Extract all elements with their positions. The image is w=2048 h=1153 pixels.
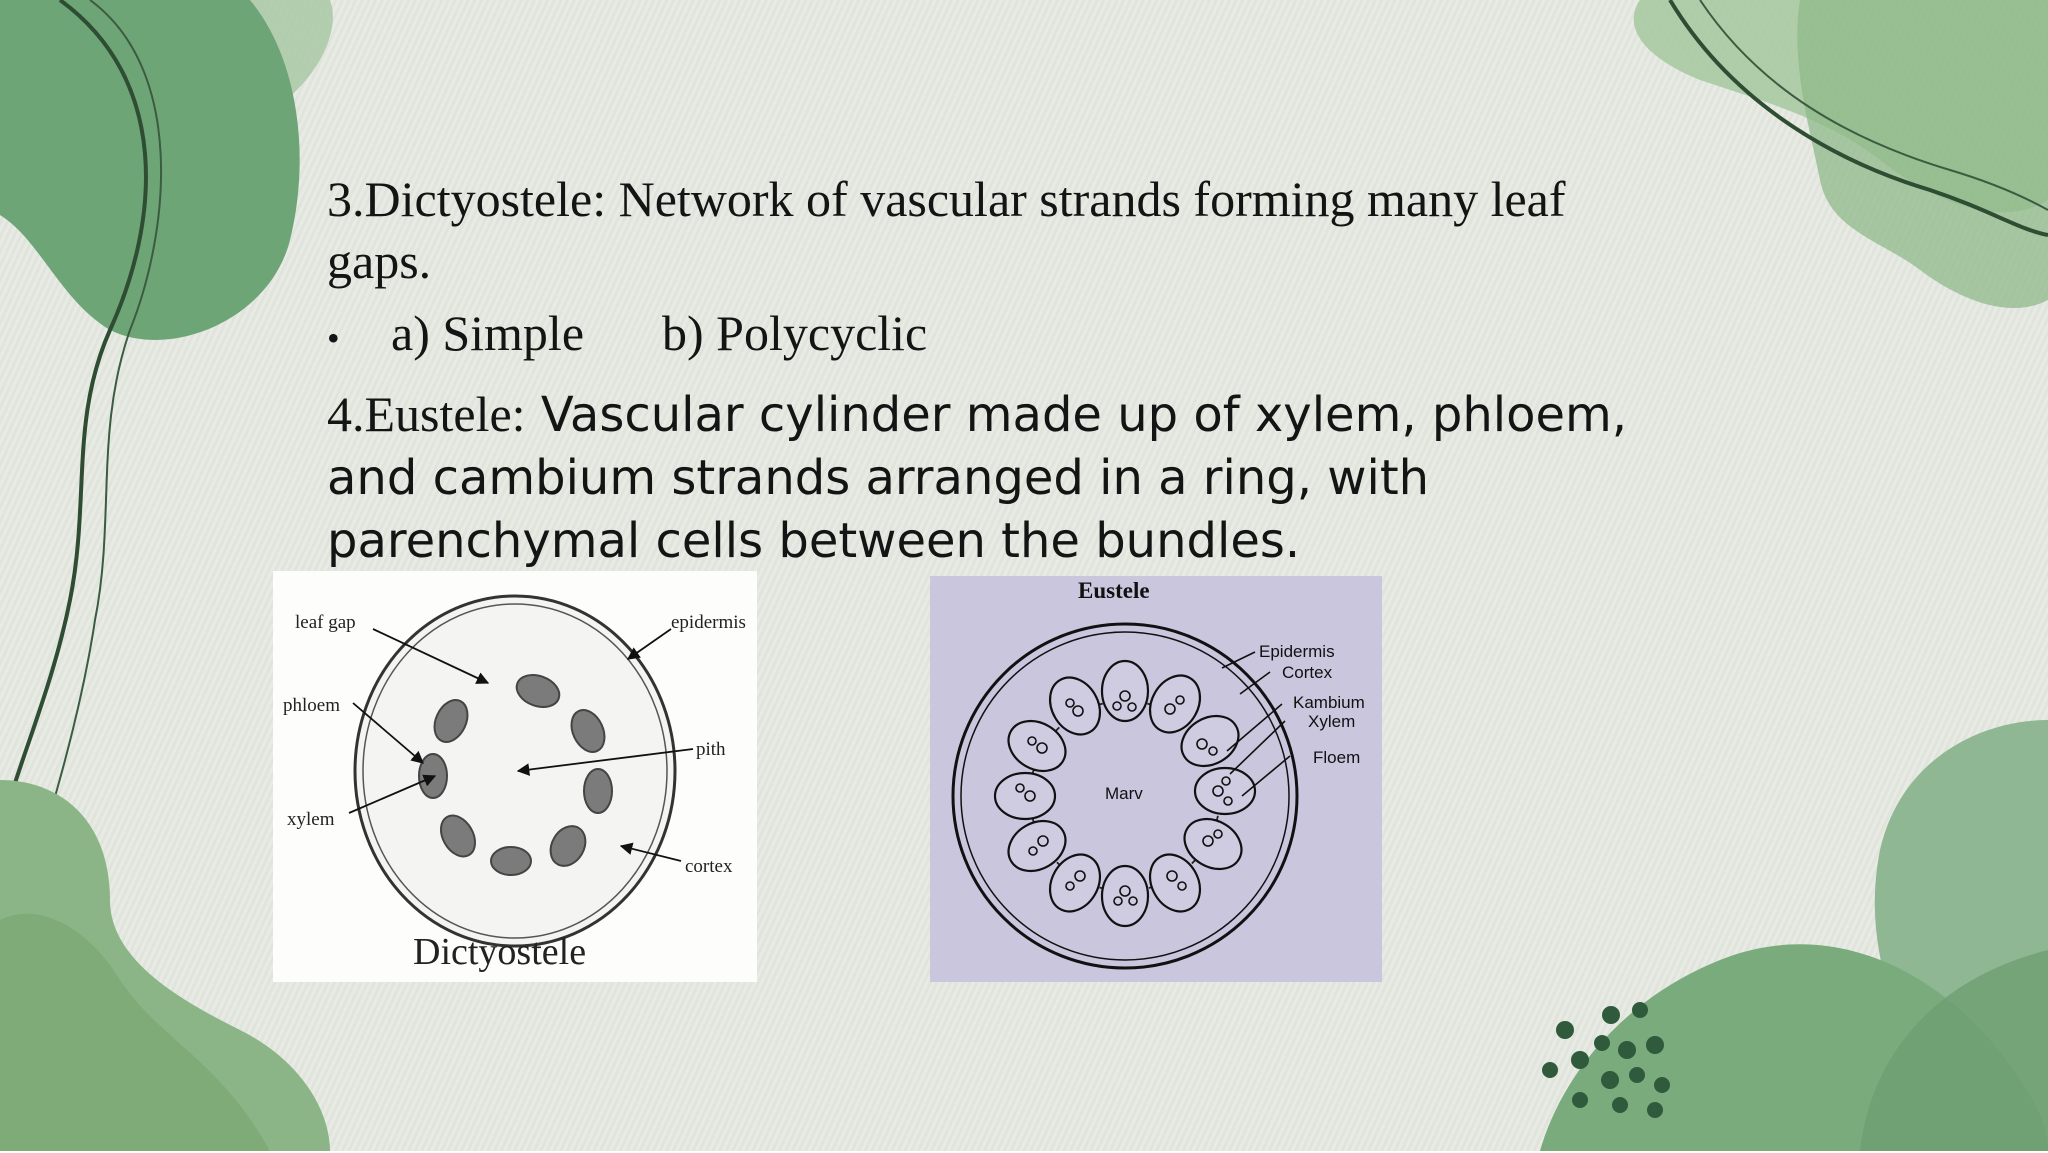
line-left-2 <box>0 0 163 961</box>
type-polycyclic: b) Polycyclic <box>662 305 928 361</box>
type-simple: a) Simple <box>391 305 585 361</box>
line-left-1 <box>0 0 148 841</box>
epidermis-outer <box>353 594 677 948</box>
label-xylem: Xylem <box>1308 712 1355 731</box>
label-leaf-gap: leaf gap <box>295 612 356 633</box>
eustele-body: Vascular cylinder made up of xylem, phlo… <box>327 387 1627 569</box>
epidermis-inner <box>362 603 668 939</box>
dictyostele-figure: leaf gap epidermis phloem pith xylem cor… <box>273 571 757 982</box>
line-top-right-2 <box>1699 0 2048 211</box>
blob-top-right-mid <box>1797 0 2048 309</box>
label-cortex: Cortex <box>1282 663 1333 682</box>
label-floem: Floem <box>1313 748 1360 767</box>
blob-top-left-dark <box>0 0 300 340</box>
eustele-leader-lines <box>1221 651 1291 797</box>
eustele-bundles <box>993 659 1257 928</box>
xylem-dots <box>1015 690 1233 906</box>
eustele-figure: Eustele <box>930 576 1382 982</box>
label-kambium: Kambium <box>1293 693 1365 712</box>
slide-text: 3.Dictyostele: Network of vascular stran… <box>327 168 1657 572</box>
label-cortex: cortex <box>685 856 733 877</box>
eustele-diagram: Eustele <box>951 578 1365 970</box>
eustele-title: Eustele <box>1078 578 1150 603</box>
epidermis-ring <box>951 622 1299 970</box>
label-phloem: phloem <box>283 695 340 716</box>
dot-cluster <box>1542 1002 1670 1118</box>
blob-bottom-left-2 <box>0 913 270 1151</box>
label-xylem: xylem <box>287 809 335 830</box>
epidermis-ring-inner <box>960 631 1290 961</box>
caption-dictyostele: Dictyostele <box>413 931 586 973</box>
eustele-paragraph: 4.Eustele: Vascular cylinder made up of … <box>327 383 1657 572</box>
label-pith: pith <box>696 739 726 760</box>
eustele-lead: 4.Eustele: <box>327 386 526 442</box>
blob-bottom-right-3 <box>1860 950 2048 1151</box>
bullet-marker: • <box>327 318 340 358</box>
label-epidermis: Epidermis <box>1259 642 1335 661</box>
label-marv: Marv <box>1105 784 1143 803</box>
dictyostele-diagram: leaf gap epidermis phloem pith xylem cor… <box>283 594 746 973</box>
label-arrows <box>348 628 694 862</box>
dictyostele-heading: 3.Dictyostele: Network of vascular stran… <box>327 171 1566 289</box>
label-epidermis: epidermis <box>671 612 746 633</box>
line-top-right-1 <box>1668 0 2048 237</box>
dictyostele-types: • a) Simple b) Polycyclic <box>327 302 1657 369</box>
